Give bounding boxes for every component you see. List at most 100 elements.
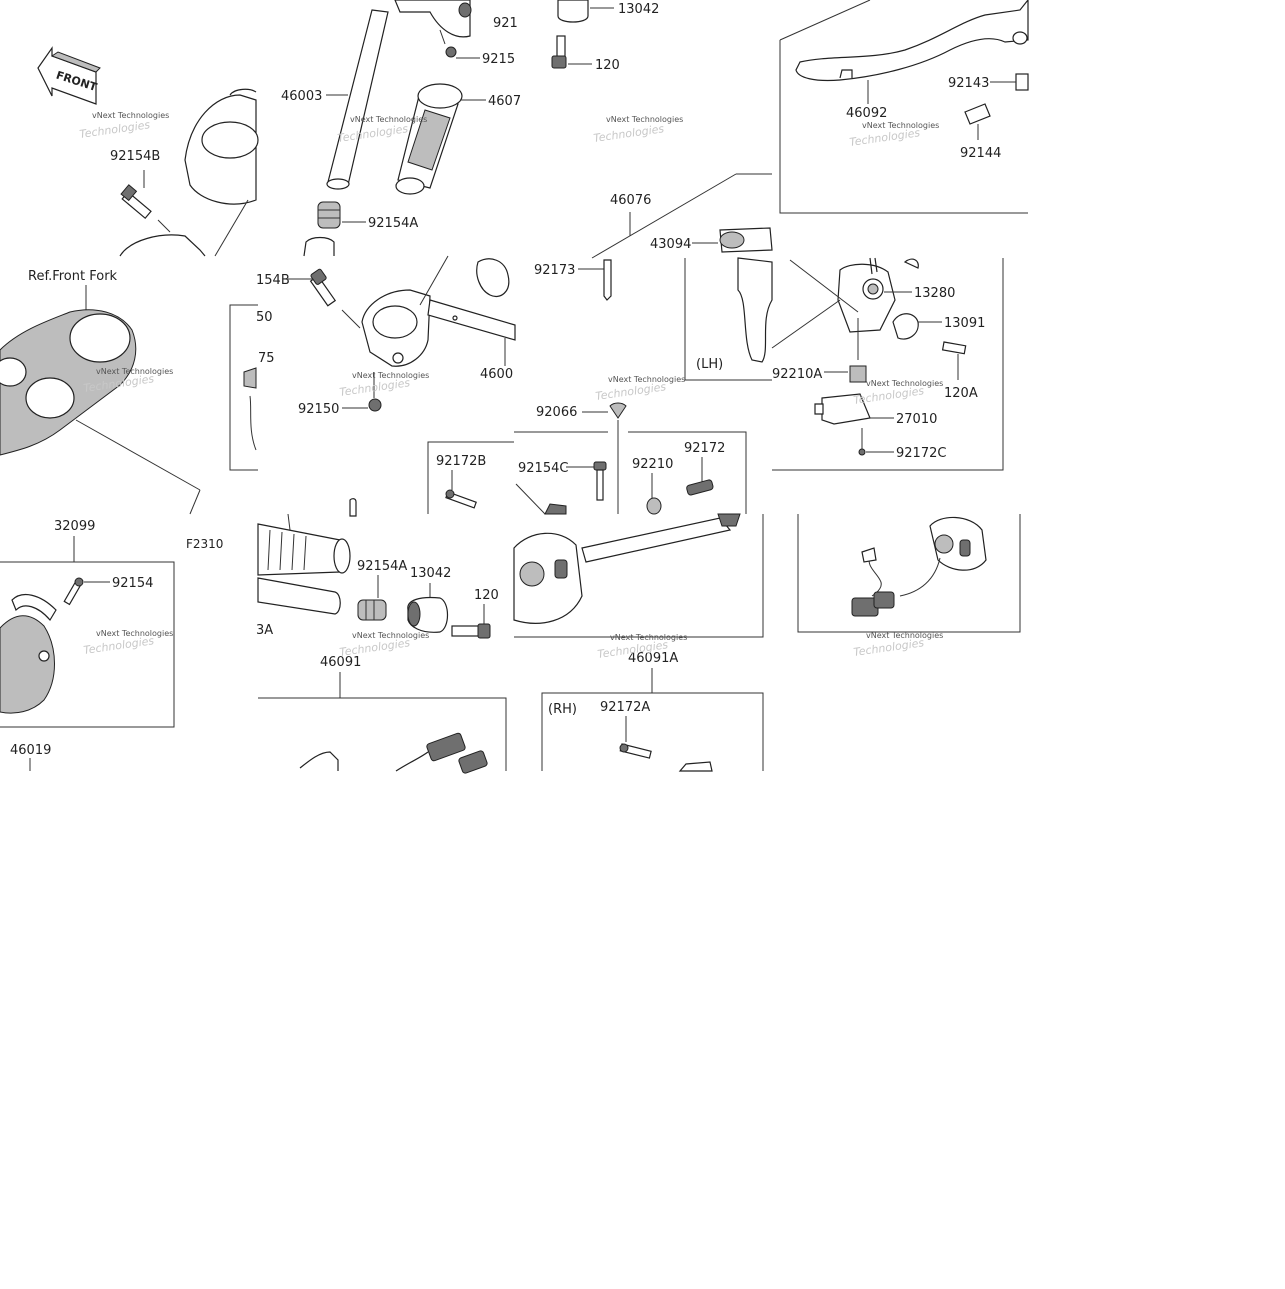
tile-front-fork: Ref.Front Fork vNext Technologies Techno… — [0, 269, 201, 515]
watermark: vNext Technologies — [608, 375, 685, 384]
label-46019: 46019 — [10, 743, 51, 758]
handlebar-pipe-46003-part — [327, 9, 389, 186]
screw-92172c-part — [858, 448, 866, 456]
watermark: vNext Technologies — [606, 115, 683, 124]
screw-92172-part — [686, 479, 714, 496]
watermark: vNext Technologies — [96, 367, 173, 376]
lever-46092-part — [795, 0, 1029, 82]
watermark: vNext Technologies — [866, 379, 943, 388]
watermark: vNext Technologies — [610, 633, 687, 642]
label-rh: (RH) — [548, 702, 577, 717]
watermark: vNext Technologies — [96, 629, 173, 638]
switch-housing-rh-part — [513, 532, 583, 624]
label-lh: (LH) — [696, 357, 723, 372]
label-120-top: 120 — [595, 58, 620, 73]
watermark: vNext Technologies — [92, 111, 169, 120]
housing-32099-part — [0, 615, 55, 714]
clamp-hole-part — [201, 121, 259, 159]
watermark: vNext Technologies — [350, 115, 427, 124]
label-92172b: 92172B — [436, 454, 486, 469]
front-arrow-icon: FRONT — [37, 46, 101, 105]
label-46091a: 46091A — [628, 651, 678, 666]
handlebar-4600-part — [427, 299, 516, 341]
watermark-ghost: Technologies — [593, 122, 666, 145]
small-part-75 — [243, 367, 257, 389]
label-92144: 92144 — [960, 146, 1001, 161]
label-120a: 120A — [944, 386, 978, 401]
bolt-9215-part — [445, 46, 457, 58]
tile-mid-clamp: 50 75 154B 4600 92150 vNext Technologies… — [229, 255, 516, 471]
label-13091: 13091 — [944, 316, 985, 331]
bolt-120-part — [551, 35, 567, 69]
bar-end-13042-part — [557, 0, 589, 23]
tile-rh-switch: 46091A (RH) 92172A vNext Technologies Te… — [513, 513, 764, 772]
tile-32099: 32099 F2310 92154 46019 vNext Technologi… — [0, 519, 223, 771]
label-92173: 92173 — [534, 263, 575, 278]
tile-center-row: 92066 92172B 92154C 92210 92172 — [427, 402, 747, 515]
label-92154b: 92154B — [110, 149, 160, 164]
tile-lh-switch: 46076 43094 92173 (LH) vNext Technologie… — [534, 173, 773, 403]
label-46076: 46076 — [610, 193, 651, 208]
screw-92154-part — [63, 577, 84, 606]
throttle-tube-part — [581, 517, 732, 563]
label-13280: 13280 — [914, 286, 955, 301]
label-4607: 4607 — [488, 94, 521, 109]
master-cylinder-body-part — [837, 263, 896, 333]
grip-4607-part — [395, 83, 463, 195]
connector-46091-part — [426, 732, 466, 762]
label-13042-top: 13042 — [618, 2, 659, 17]
label-92210: 92210 — [632, 457, 673, 472]
grip-end-part — [303, 236, 335, 257]
label-92143: 92143 — [948, 76, 989, 91]
label-3a: 3A — [256, 623, 273, 638]
clamp-top-part — [394, 0, 471, 38]
bar-collar-part — [476, 258, 510, 297]
lower-bracket-part — [119, 234, 206, 257]
label-92172a: 92172A — [600, 700, 650, 715]
label-154b: 154B — [256, 273, 290, 288]
switch-housing-part — [929, 516, 987, 571]
label-4600: 4600 — [480, 367, 513, 382]
label-92154a-top: 92154A — [368, 216, 418, 231]
bolt-120a-part — [941, 341, 967, 355]
label-f2310: F2310 — [186, 537, 223, 551]
tile-top-left: FRONT 92154B vNext Technologies Technolo… — [37, 46, 259, 257]
nut-92210a-part — [849, 365, 867, 383]
label-92150: 92150 — [298, 402, 339, 417]
watermark-ghost: Technologies — [79, 118, 152, 141]
label-92154: 92154 — [112, 576, 153, 591]
label-46092: 46092 — [846, 106, 887, 121]
tile-grip-bottom: 3A 92154A 13042 120 46091 vNext Technolo… — [256, 498, 507, 774]
label-92210a: 92210A — [772, 367, 822, 382]
bolt-92154b-part — [120, 184, 152, 220]
label-92154c: 92154C — [518, 461, 568, 476]
spring-92144-part — [964, 103, 991, 125]
watermark: vNext Technologies — [352, 371, 429, 380]
label-32099: 32099 — [54, 519, 95, 534]
label-75: 75 — [258, 351, 275, 366]
wire-harness-part — [299, 751, 339, 771]
clamp-13091-part — [892, 313, 919, 340]
watermark: vNext Technologies — [866, 631, 943, 640]
watermark: vNext Technologies — [352, 631, 429, 640]
brake-switch-27010-part — [821, 393, 871, 425]
label-92172c: 92172C — [896, 446, 946, 461]
label-120-bottom: 120 — [474, 588, 499, 603]
bar-tube-bottom-part — [257, 577, 341, 615]
label-92172: 92172 — [684, 441, 725, 456]
label-ref-front-fork: Ref.Front Fork — [28, 269, 118, 284]
pivot-92143-part — [1015, 73, 1029, 91]
washer-92210-part — [646, 497, 662, 515]
grommet-92066-part — [609, 402, 627, 419]
tile-lever: 46092 92143 92144 vNext Technologies Tec… — [779, 0, 1029, 214]
label-92066: 92066 — [536, 405, 577, 420]
label-921: 921 — [493, 16, 518, 31]
label-43094: 43094 — [650, 237, 691, 252]
bolt-120-bottom-part — [451, 623, 491, 639]
pin-92173-part — [603, 259, 612, 301]
switch-housing-lh-part — [737, 257, 773, 363]
bolt-92150-part — [368, 398, 382, 412]
bolt-154b-part — [309, 268, 337, 307]
bolt-92154c-part — [593, 461, 607, 501]
